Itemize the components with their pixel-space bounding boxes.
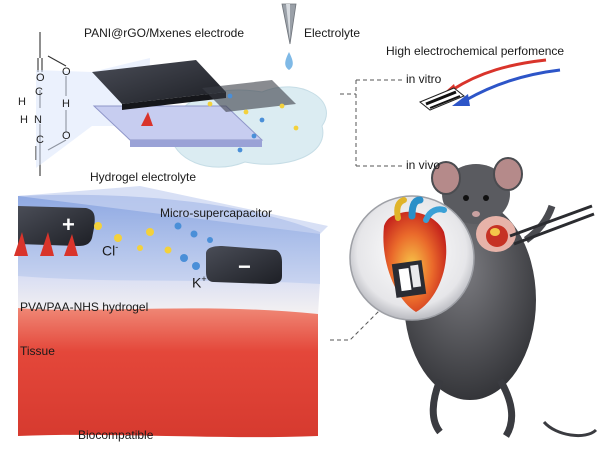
electrode-top xyxy=(92,60,226,104)
atom-n: N xyxy=(34,114,42,126)
dashed-connector xyxy=(340,79,404,167)
performance-arrows xyxy=(419,58,561,111)
electrode-label: PANI@rGO/Mxenes electrode xyxy=(84,26,245,40)
right-electrode xyxy=(206,246,282,284)
electrolyte-label: Electrolyte xyxy=(304,26,361,40)
atom-c-top: C xyxy=(35,86,43,98)
tissue-label: Tissue xyxy=(20,344,55,358)
layered-block xyxy=(14,186,328,438)
micro-supercapacitor-label: Micro-supercapacitor xyxy=(160,206,273,220)
in-vitro-label: in vitro xyxy=(406,72,442,86)
hydrogel-film-edge xyxy=(130,140,262,147)
electrolyte-drop xyxy=(285,52,293,70)
block-connector xyxy=(330,299,391,341)
ions-block xyxy=(94,222,213,270)
forceps xyxy=(509,204,595,246)
ions-top xyxy=(207,93,299,153)
magnified-heart xyxy=(349,195,475,321)
red-triangles xyxy=(14,232,78,256)
atom-o-bottom: O xyxy=(62,130,71,142)
hydrogel-electrolyte-label: Hydrogel electrolyte xyxy=(90,170,197,184)
in-vivo-label: in vivo xyxy=(406,158,441,172)
hydrogel-label: PVA/PAA-NHS hydrogel xyxy=(20,300,149,314)
atom-o-top: O xyxy=(36,72,45,84)
atom-h-n: H xyxy=(20,114,28,126)
red-marker xyxy=(141,112,153,126)
tissue-layer xyxy=(18,306,318,438)
cl-ion-label: Cl- xyxy=(102,242,119,259)
pipette xyxy=(281,3,297,45)
minus-sign: − xyxy=(238,254,251,279)
electrode-second xyxy=(202,80,296,112)
electrode-top-edge xyxy=(122,92,226,110)
plus-sign: + xyxy=(62,212,75,237)
biocompatible-label: Biocompatible xyxy=(78,428,154,442)
atom-h-right: H xyxy=(62,98,70,110)
left-electrode xyxy=(18,206,95,246)
atom-h-left: H xyxy=(18,96,26,108)
k-ion-label: K+ xyxy=(192,274,207,291)
top-device xyxy=(92,60,327,168)
atom-c-bottom: C xyxy=(36,134,44,146)
performance-label: High electrochemical perfomence xyxy=(386,44,565,58)
atom-o-right: O xyxy=(62,66,71,78)
